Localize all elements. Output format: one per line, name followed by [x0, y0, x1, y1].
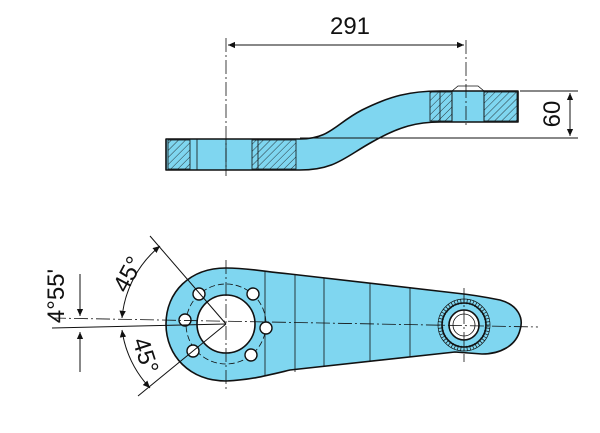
angle-lower-label: 45° — [127, 334, 164, 377]
length-label: 291 — [330, 13, 370, 40]
spline-tooth — [441, 311, 446, 315]
bolt-hole — [192, 287, 206, 301]
spline-tooth — [484, 330, 490, 333]
bolt-hole — [244, 348, 258, 362]
spline-tooth — [480, 337, 485, 342]
angle-arc-lower — [119, 329, 151, 389]
spline-tooth — [476, 304, 481, 309]
spline-tooth — [482, 335, 487, 339]
spline-tooth — [443, 308, 448, 313]
spline-tooth — [441, 335, 446, 339]
spline-tooth — [450, 343, 454, 348]
side-view: 291 60 — [165, 13, 578, 176]
spline-tooth — [478, 306, 483, 311]
spline-tooth — [439, 314, 445, 318]
spline-tooth — [443, 337, 448, 342]
height-label: 60 — [539, 101, 566, 128]
spline-tooth — [480, 308, 485, 313]
spline-tooth — [460, 345, 462, 351]
angle-small-label: 4°55' — [43, 269, 70, 323]
spline-tooth — [484, 321, 490, 323]
side-view-left-section-hatch — [167, 139, 191, 170]
spline-tooth — [447, 304, 452, 309]
spline-tooth — [445, 306, 450, 311]
side-view-arm-body — [165, 90, 519, 171]
spline-tooth — [438, 317, 444, 320]
spline-tooth — [482, 311, 487, 315]
spline-tooth — [469, 299, 472, 305]
spline-tooth — [469, 345, 472, 351]
spline-tooth — [456, 345, 459, 351]
spline-tooth — [460, 299, 462, 305]
spline-tooth — [466, 299, 468, 305]
side-view-mid-section-hatch — [251, 139, 297, 170]
angle-arc-upper — [119, 245, 161, 319]
spline-tooth — [447, 341, 452, 346]
spline-tooth — [483, 314, 489, 318]
spline-tooth — [484, 327, 490, 329]
spline-tooth — [476, 341, 481, 346]
angle-upper-label: 45° — [108, 252, 149, 297]
spline-tooth — [474, 343, 478, 348]
bolt-hole — [246, 287, 260, 301]
spline-tooth — [438, 330, 444, 333]
spline-tooth — [438, 327, 444, 329]
spline-tooth — [445, 339, 450, 344]
spline-tooth — [466, 345, 468, 351]
spline-tooth — [450, 302, 454, 307]
spline-tooth — [456, 299, 459, 305]
spline-tooth — [483, 332, 489, 336]
spline-tooth — [453, 344, 457, 350]
spline-tooth — [474, 302, 478, 307]
top-view: 45° 45° 4°55' — [43, 235, 539, 397]
bolt-hole — [259, 321, 273, 335]
spline-tooth — [478, 339, 483, 344]
spline-tooth — [471, 300, 475, 306]
spline-tooth — [438, 321, 444, 323]
spline-tooth — [471, 344, 475, 350]
spline-tooth — [484, 317, 490, 320]
arm-center-line — [51, 317, 539, 328]
spline-tooth — [453, 300, 457, 306]
spline-tooth — [439, 332, 445, 336]
spline-teeth — [438, 299, 490, 351]
side-view-right-section-hatch — [429, 91, 453, 122]
side-view-right-section-hatch-2 — [483, 91, 518, 122]
